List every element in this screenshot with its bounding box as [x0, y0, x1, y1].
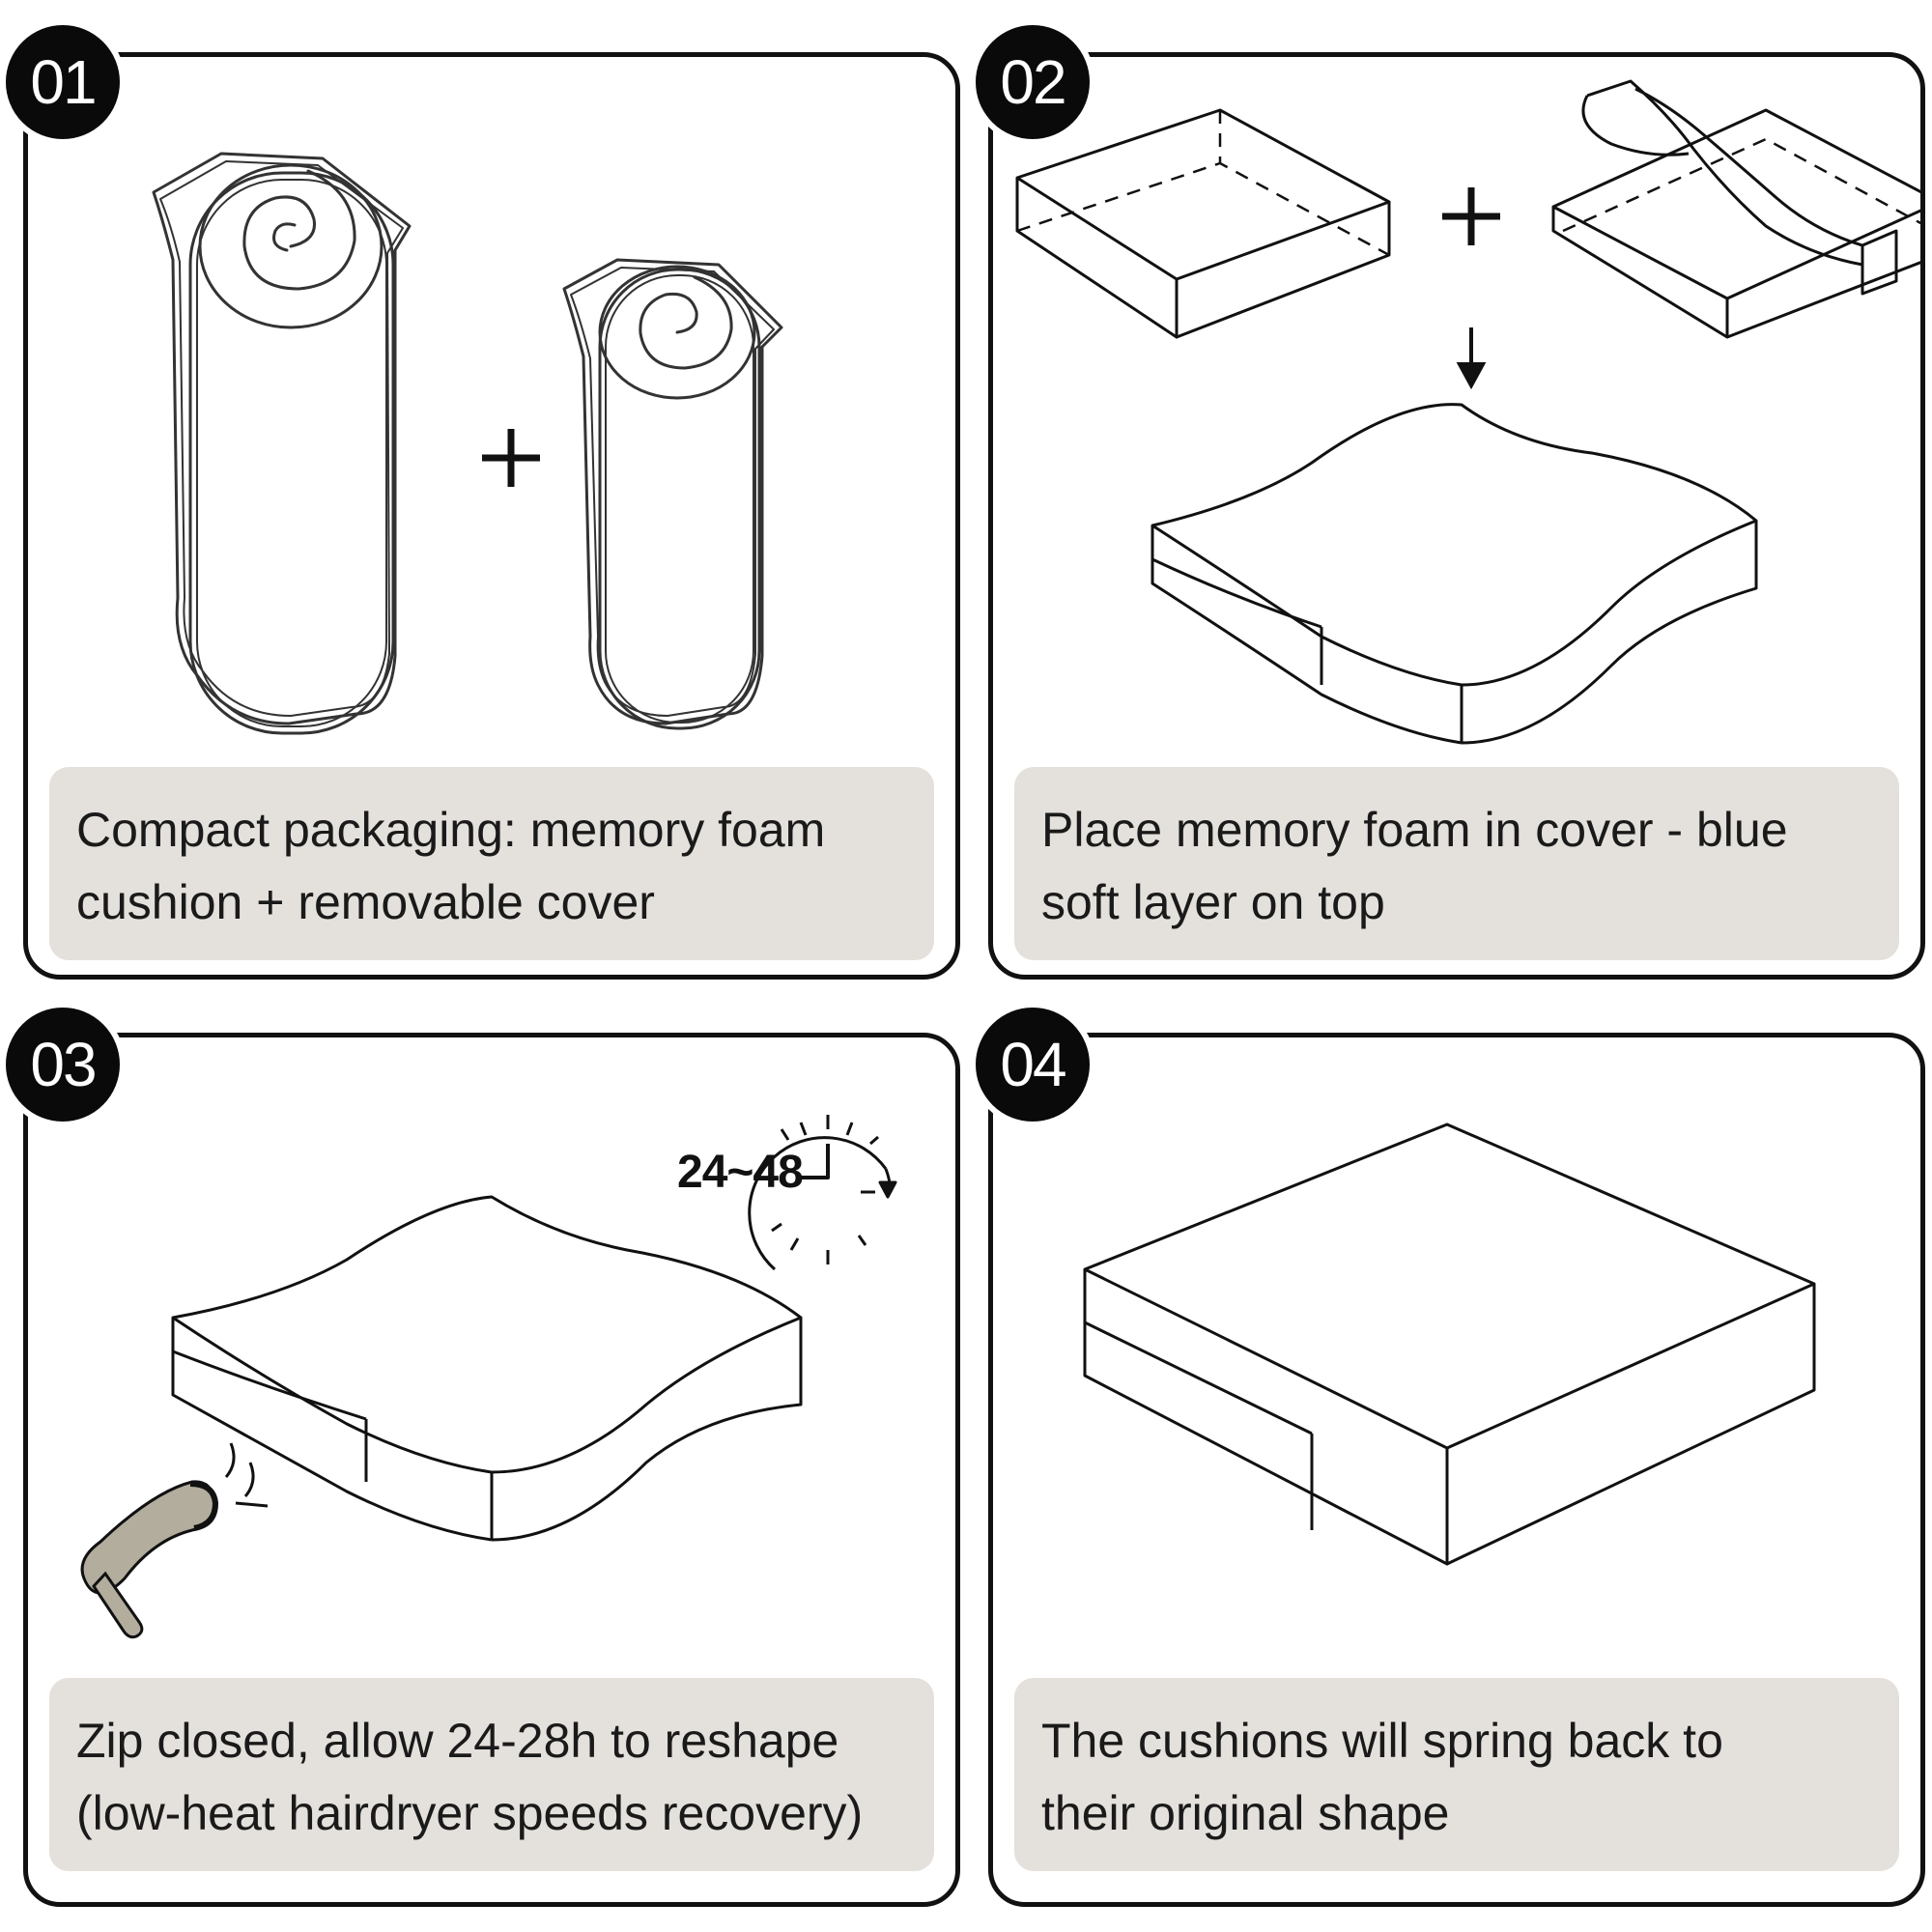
step-number-badge-4: 04	[970, 1002, 1095, 1127]
arrow-down-icon	[1456, 327, 1487, 390]
step-panel-3: 24~48 Zip closed, allow 24-28h to reshap…	[23, 1033, 960, 1907]
step-panel-1: Compact packaging: memory foam cushion +…	[23, 52, 960, 980]
clock-ticks	[771, 1115, 879, 1264]
step-caption-1: Compact packaging: memory foam cushion +…	[49, 767, 934, 960]
step-caption-2: Place memory foam in cover - blue soft l…	[1014, 767, 1899, 960]
step-caption-3: Zip closed, allow 24-28h to reshape (low…	[49, 1678, 934, 1871]
caption-line: (low-heat hairdryer speeds recovery)	[76, 1786, 864, 1840]
reshape-illustration	[80, 1115, 897, 1639]
step-caption-4: The cushions will spring back to their o…	[1014, 1678, 1899, 1871]
step-panel-2: Place memory foam in cover - blue soft l…	[988, 52, 1925, 980]
rolled-foam-large	[152, 152, 412, 735]
reshape-hours-label: 24~48	[677, 1147, 804, 1198]
clock-icon	[748, 1136, 897, 1271]
caption-line: soft layer on top	[1041, 875, 1385, 929]
plus-icon	[482, 429, 540, 487]
caption-line: cushion + removable cover	[76, 875, 655, 929]
zipped-cushion	[171, 1195, 803, 1542]
caption-line: Compact packaging: memory foam	[76, 803, 826, 857]
step-number-badge-1: 01	[0, 19, 126, 145]
rolled-cover-small	[562, 258, 783, 730]
hairdryer-icon	[80, 1442, 269, 1639]
assembly-illustration	[1015, 79, 1920, 745]
assembled-cushion	[1151, 403, 1758, 745]
rolled-cushion-illustration	[152, 152, 783, 735]
caption-line: Zip closed, allow 24-28h to reshape	[76, 1714, 839, 1768]
caption-line: their original shape	[1041, 1786, 1450, 1840]
restored-cushion	[1083, 1122, 1816, 1566]
step-panel-4: The cushions will spring back to their o…	[988, 1033, 1925, 1907]
step-number-badge-2: 02	[970, 19, 1095, 145]
caption-line: Place memory foam in cover - blue	[1041, 803, 1788, 857]
restored-cushion-illustration	[1083, 1122, 1816, 1566]
plus-icon	[1442, 187, 1500, 245]
open-cover	[1551, 79, 1920, 339]
caption-line: The cushions will spring back to	[1041, 1714, 1723, 1768]
foam-block	[1015, 108, 1391, 339]
step-number-badge-3: 03	[0, 1002, 126, 1127]
